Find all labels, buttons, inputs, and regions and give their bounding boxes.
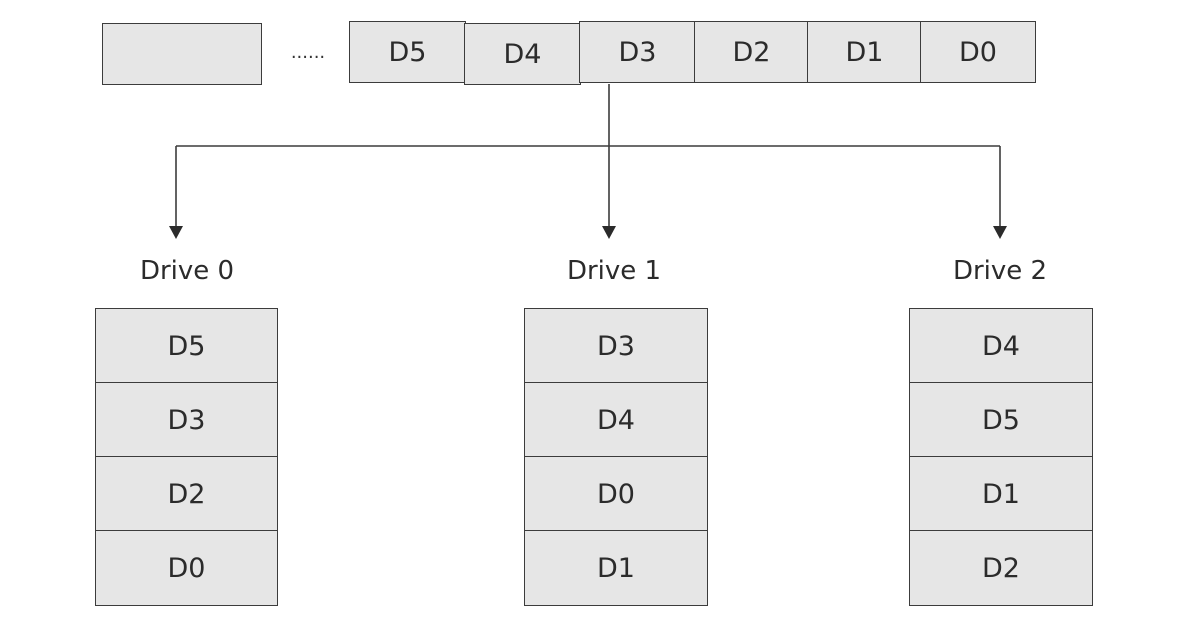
sequence-block-d5: D5 — [349, 21, 466, 83]
sequence-block-d0: D0 — [920, 21, 1036, 83]
drive-0-block: D5 — [95, 308, 278, 384]
drive-1-block: D0 — [524, 456, 708, 532]
drive-1-block: D3 — [524, 308, 708, 384]
drive-0-block: D3 — [95, 382, 278, 458]
sequence-ellipsis: ...... — [290, 42, 326, 63]
arrow-drive-1-icon — [602, 226, 616, 239]
drive-2-label: Drive 2 — [952, 256, 1048, 286]
drive-0-block: D2 — [95, 456, 278, 532]
drive-1-block: D4 — [524, 382, 708, 458]
drive-2-block: D1 — [909, 456, 1093, 532]
drive-2-block: D5 — [909, 382, 1093, 458]
drive-2-block: D2 — [909, 530, 1093, 606]
drive-1-block: D1 — [524, 530, 708, 606]
sequence-block-d2: D2 — [694, 21, 809, 83]
drive-2-block: D4 — [909, 308, 1093, 384]
arrow-drive-0-icon — [169, 226, 183, 239]
sequence-block-d4: D4 — [464, 23, 581, 85]
drive-1-label: Drive 1 — [566, 256, 662, 286]
drive-0-block: D0 — [95, 530, 278, 606]
sequence-leading-block — [102, 23, 262, 85]
sequence-block-d3: D3 — [579, 21, 696, 83]
drive-0-label: Drive 0 — [139, 256, 235, 286]
arrow-drive-2-icon — [993, 226, 1007, 239]
